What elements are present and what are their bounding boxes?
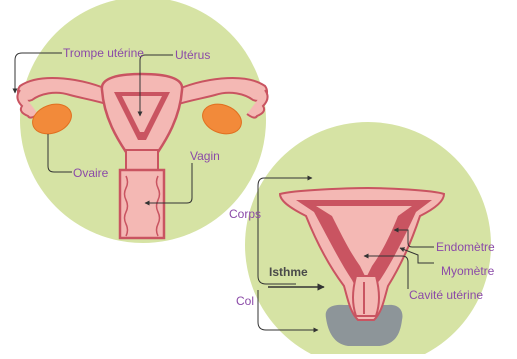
label-col: Col	[236, 294, 254, 308]
label-corps: Corps	[229, 207, 261, 221]
label-isthme: Isthme	[269, 265, 308, 279]
label-endometre: Endomètre	[436, 240, 495, 254]
label-ovaire: Ovaire	[73, 166, 108, 180]
label-uterus: Utérus	[175, 48, 210, 62]
label-vagin: Vagin	[190, 149, 220, 163]
label-trompe-uterine: Trompe utérine	[63, 46, 144, 60]
label-cavite-uterine: Cavité utérine	[409, 288, 483, 302]
label-myometre: Myomètre	[441, 264, 494, 278]
